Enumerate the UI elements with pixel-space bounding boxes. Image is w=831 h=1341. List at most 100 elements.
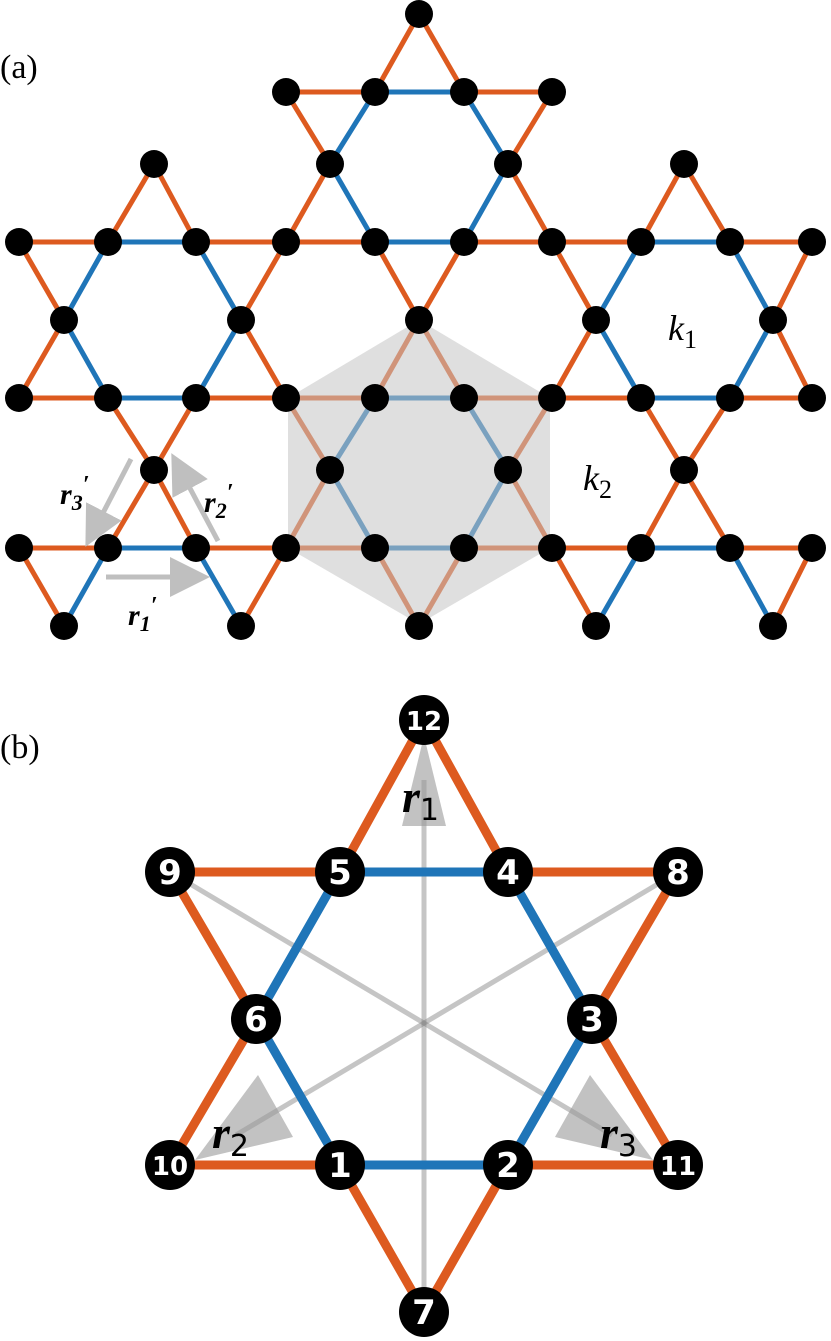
lattice-site bbox=[538, 78, 566, 106]
lattice-site bbox=[405, 612, 433, 640]
unit-cell-hexagon bbox=[288, 320, 550, 624]
site-circle bbox=[483, 1140, 533, 1190]
lattice-site bbox=[272, 534, 300, 562]
bond bbox=[770, 546, 815, 628]
bond bbox=[593, 240, 644, 322]
bond bbox=[681, 396, 733, 472]
lattice-site bbox=[94, 384, 122, 412]
bond bbox=[16, 240, 67, 322]
lattice-site bbox=[316, 456, 344, 484]
vector-r3-prime: r3′ bbox=[60, 457, 134, 547]
bond bbox=[61, 318, 111, 400]
k2-label: k2 bbox=[583, 458, 612, 504]
bond bbox=[505, 162, 555, 244]
site-number: 11 bbox=[660, 1152, 696, 1182]
r3-arrowhead bbox=[555, 1075, 653, 1160]
lattice-site bbox=[450, 228, 478, 256]
lattice-site bbox=[182, 228, 210, 256]
site-number: 12 bbox=[406, 707, 442, 737]
lattice-site bbox=[316, 150, 344, 178]
bond bbox=[151, 162, 199, 244]
lattice-site bbox=[450, 534, 478, 562]
site-7: 7 bbox=[399, 1287, 449, 1337]
lattice-site bbox=[50, 306, 78, 334]
lattice-site bbox=[538, 534, 566, 562]
bond bbox=[727, 240, 776, 322]
lattice-site bbox=[140, 456, 168, 484]
line-9-11 bbox=[168, 869, 614, 1138]
bond bbox=[416, 240, 467, 322]
lattice-site bbox=[582, 306, 610, 334]
lattice-site bbox=[94, 534, 122, 562]
blue-bond bbox=[503, 1014, 597, 1170]
site-circle bbox=[145, 1140, 195, 1190]
lattice-site bbox=[716, 384, 744, 412]
bond bbox=[193, 318, 244, 400]
bond bbox=[372, 12, 422, 94]
lattice-site bbox=[272, 78, 300, 106]
lattice-site bbox=[227, 306, 255, 334]
lattice-site bbox=[582, 612, 610, 640]
bond bbox=[727, 318, 776, 400]
bond bbox=[193, 240, 244, 322]
orange-bond bbox=[335, 715, 429, 877]
site-4: 4 bbox=[483, 847, 533, 897]
bond bbox=[593, 546, 644, 628]
bond bbox=[549, 240, 599, 322]
site-circle bbox=[567, 994, 617, 1044]
lattice-site bbox=[798, 228, 826, 256]
lattice-site bbox=[716, 534, 744, 562]
site-circle bbox=[399, 695, 449, 745]
bond bbox=[238, 318, 289, 400]
lattice-site bbox=[140, 150, 168, 178]
lattice-site bbox=[670, 456, 698, 484]
blue-bond bbox=[251, 867, 345, 1024]
site-10: 10 bbox=[145, 1140, 195, 1190]
site-number: 1 bbox=[328, 1146, 352, 1186]
lattice-site bbox=[272, 384, 300, 412]
star-bonds bbox=[165, 715, 683, 1317]
site-number: 5 bbox=[328, 853, 352, 893]
lattice-site bbox=[227, 612, 255, 640]
site-2: 2 bbox=[483, 1140, 533, 1190]
bond bbox=[638, 162, 687, 244]
blue-bond bbox=[251, 1014, 345, 1170]
r1-label: r1 bbox=[402, 771, 439, 828]
r3-label: r3 bbox=[600, 1107, 637, 1164]
bond bbox=[16, 546, 67, 628]
lattice-site bbox=[494, 150, 522, 178]
lattice-sites bbox=[5, 0, 826, 640]
site-1: 1 bbox=[315, 1140, 365, 1190]
site-number: 3 bbox=[580, 1000, 604, 1040]
lattice-site bbox=[450, 78, 478, 106]
site-12: 12 bbox=[399, 695, 449, 745]
orange-bond bbox=[419, 1160, 513, 1317]
lattice-site bbox=[494, 456, 522, 484]
bond bbox=[461, 162, 511, 244]
site-3: 3 bbox=[567, 994, 617, 1044]
bond bbox=[61, 546, 111, 628]
lattice-site bbox=[538, 228, 566, 256]
site-number: 8 bbox=[666, 853, 690, 893]
r2-prime-label: r2′ bbox=[204, 480, 233, 523]
lattice-site bbox=[798, 534, 826, 562]
lattice-site bbox=[716, 228, 744, 256]
bond bbox=[416, 12, 467, 94]
site-number: 6 bbox=[244, 1000, 268, 1040]
r2-label: r2 bbox=[212, 1107, 249, 1164]
vector-r2-prime: r2′ bbox=[171, 453, 233, 543]
orange-bond bbox=[335, 1160, 429, 1317]
bond bbox=[105, 396, 157, 472]
vector-r1-prime: r1′ bbox=[106, 557, 210, 636]
r2-arrowhead bbox=[195, 1075, 293, 1160]
site-9: 9 bbox=[145, 847, 195, 897]
bond bbox=[283, 162, 333, 244]
site-number: 9 bbox=[158, 853, 182, 893]
lattice-site bbox=[361, 78, 389, 106]
lattice-site bbox=[5, 534, 33, 562]
lattice-site bbox=[670, 150, 698, 178]
orange-bond bbox=[165, 1014, 261, 1170]
